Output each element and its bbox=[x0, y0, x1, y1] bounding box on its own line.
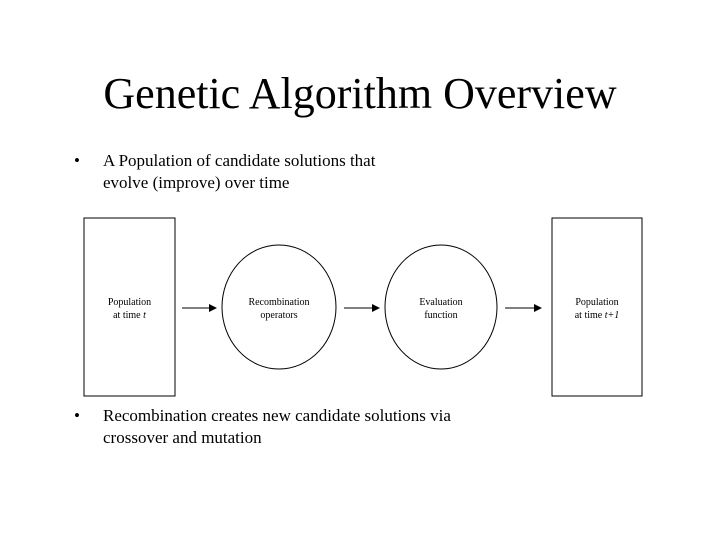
recombination-label-line2: operators bbox=[260, 310, 297, 321]
bullet-line: A Population of candidate solutions that bbox=[103, 151, 376, 170]
bullet-text: Recombination creates new candidate solu… bbox=[103, 405, 451, 449]
population-t1-label-line1: Population bbox=[575, 297, 618, 308]
bullet-dot: • bbox=[74, 406, 80, 425]
recombination-circle bbox=[221, 244, 337, 370]
bullet-text: A Population of candidate solutions that… bbox=[103, 150, 375, 194]
bullet-line: Recombination creates new candidate solu… bbox=[103, 406, 451, 425]
bullet-dot: • bbox=[74, 151, 80, 170]
population-t-label-line1: Population bbox=[108, 297, 151, 308]
bullet-line: crossover and mutation bbox=[103, 428, 262, 447]
population-t1-label-var: t+1 bbox=[605, 310, 620, 321]
evaluation-node: Evaluation function bbox=[384, 244, 498, 370]
recombination-label-line1: Recombination bbox=[248, 297, 309, 308]
slide-title: Genetic Algorithm Overview bbox=[103, 69, 617, 118]
population-t-label-line2: at time t bbox=[113, 310, 146, 321]
population-t-rect bbox=[83, 217, 176, 397]
population-t-label-prefix: at time bbox=[113, 310, 143, 321]
evaluation-circle bbox=[384, 244, 498, 370]
population-t1-label-prefix: at time bbox=[575, 310, 605, 321]
population-t1-label-line2: at time t+1 bbox=[575, 310, 620, 321]
recombination-node: Recombination operators bbox=[221, 244, 337, 370]
population-t-label-var: t bbox=[143, 310, 146, 321]
bullet-population: • A Population of candidate solutions th… bbox=[74, 150, 474, 196]
bullet-recombination: • Recombination creates new candidate so… bbox=[74, 405, 534, 451]
evaluation-label-line2: function bbox=[424, 310, 457, 321]
population-t-box: Population at time t bbox=[83, 217, 176, 397]
bullet-line: evolve (improve) over time bbox=[103, 173, 290, 192]
population-t1-rect bbox=[551, 217, 643, 397]
population-t1-box: Population at time t+1 bbox=[551, 217, 643, 397]
evaluation-label-line1: Evaluation bbox=[419, 297, 462, 308]
